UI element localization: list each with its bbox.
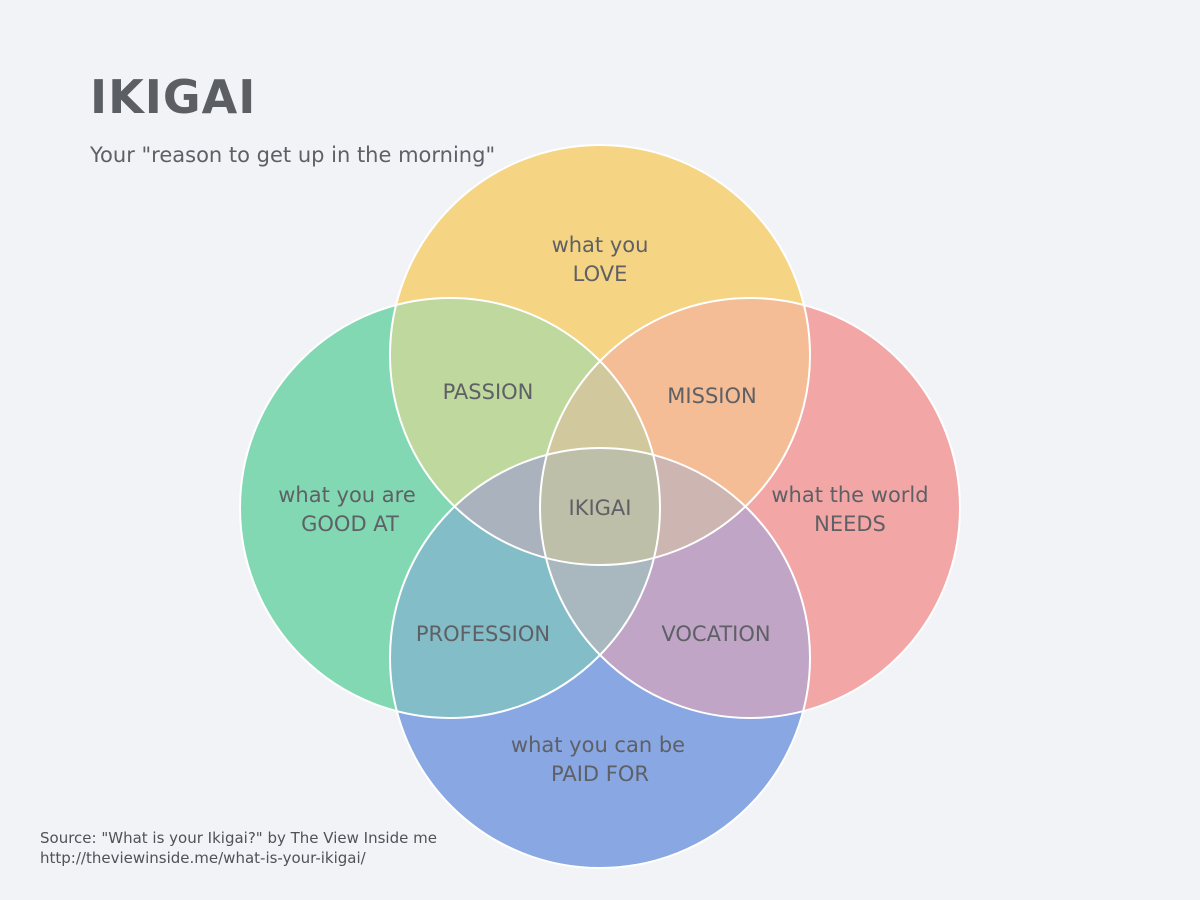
- label-ikigai-center: IKIGAI: [569, 496, 632, 520]
- page-subtitle: Your "reason to get up in the morning": [90, 143, 496, 167]
- label-good-at-line1: what you are: [278, 483, 415, 507]
- label-paid-for-line2: PAID FOR: [551, 762, 649, 786]
- label-world-needs-line1: what the world: [771, 483, 928, 507]
- label-love-line2: LOVE: [573, 262, 628, 286]
- source-credit: Source: "What is your Ikigai?" by The Vi…: [40, 828, 437, 868]
- circle-outlines: [239, 144, 961, 869]
- label-love-line1: what you: [552, 233, 649, 257]
- page-title: IKIGAI: [90, 70, 257, 124]
- label-profession: PROFESSION: [416, 622, 550, 646]
- label-good-at-line2: GOOD AT: [301, 512, 399, 536]
- source-url: http://theviewinside.me/what-is-your-iki…: [40, 849, 366, 867]
- label-vocation: VOCATION: [661, 622, 770, 646]
- source-line: Source: "What is your Ikigai?" by The Vi…: [40, 829, 437, 847]
- label-world-needs-line2: NEEDS: [814, 512, 886, 536]
- label-passion: PASSION: [443, 380, 534, 404]
- label-paid-for-line1: what you can be: [511, 733, 685, 757]
- label-mission: MISSION: [667, 384, 756, 408]
